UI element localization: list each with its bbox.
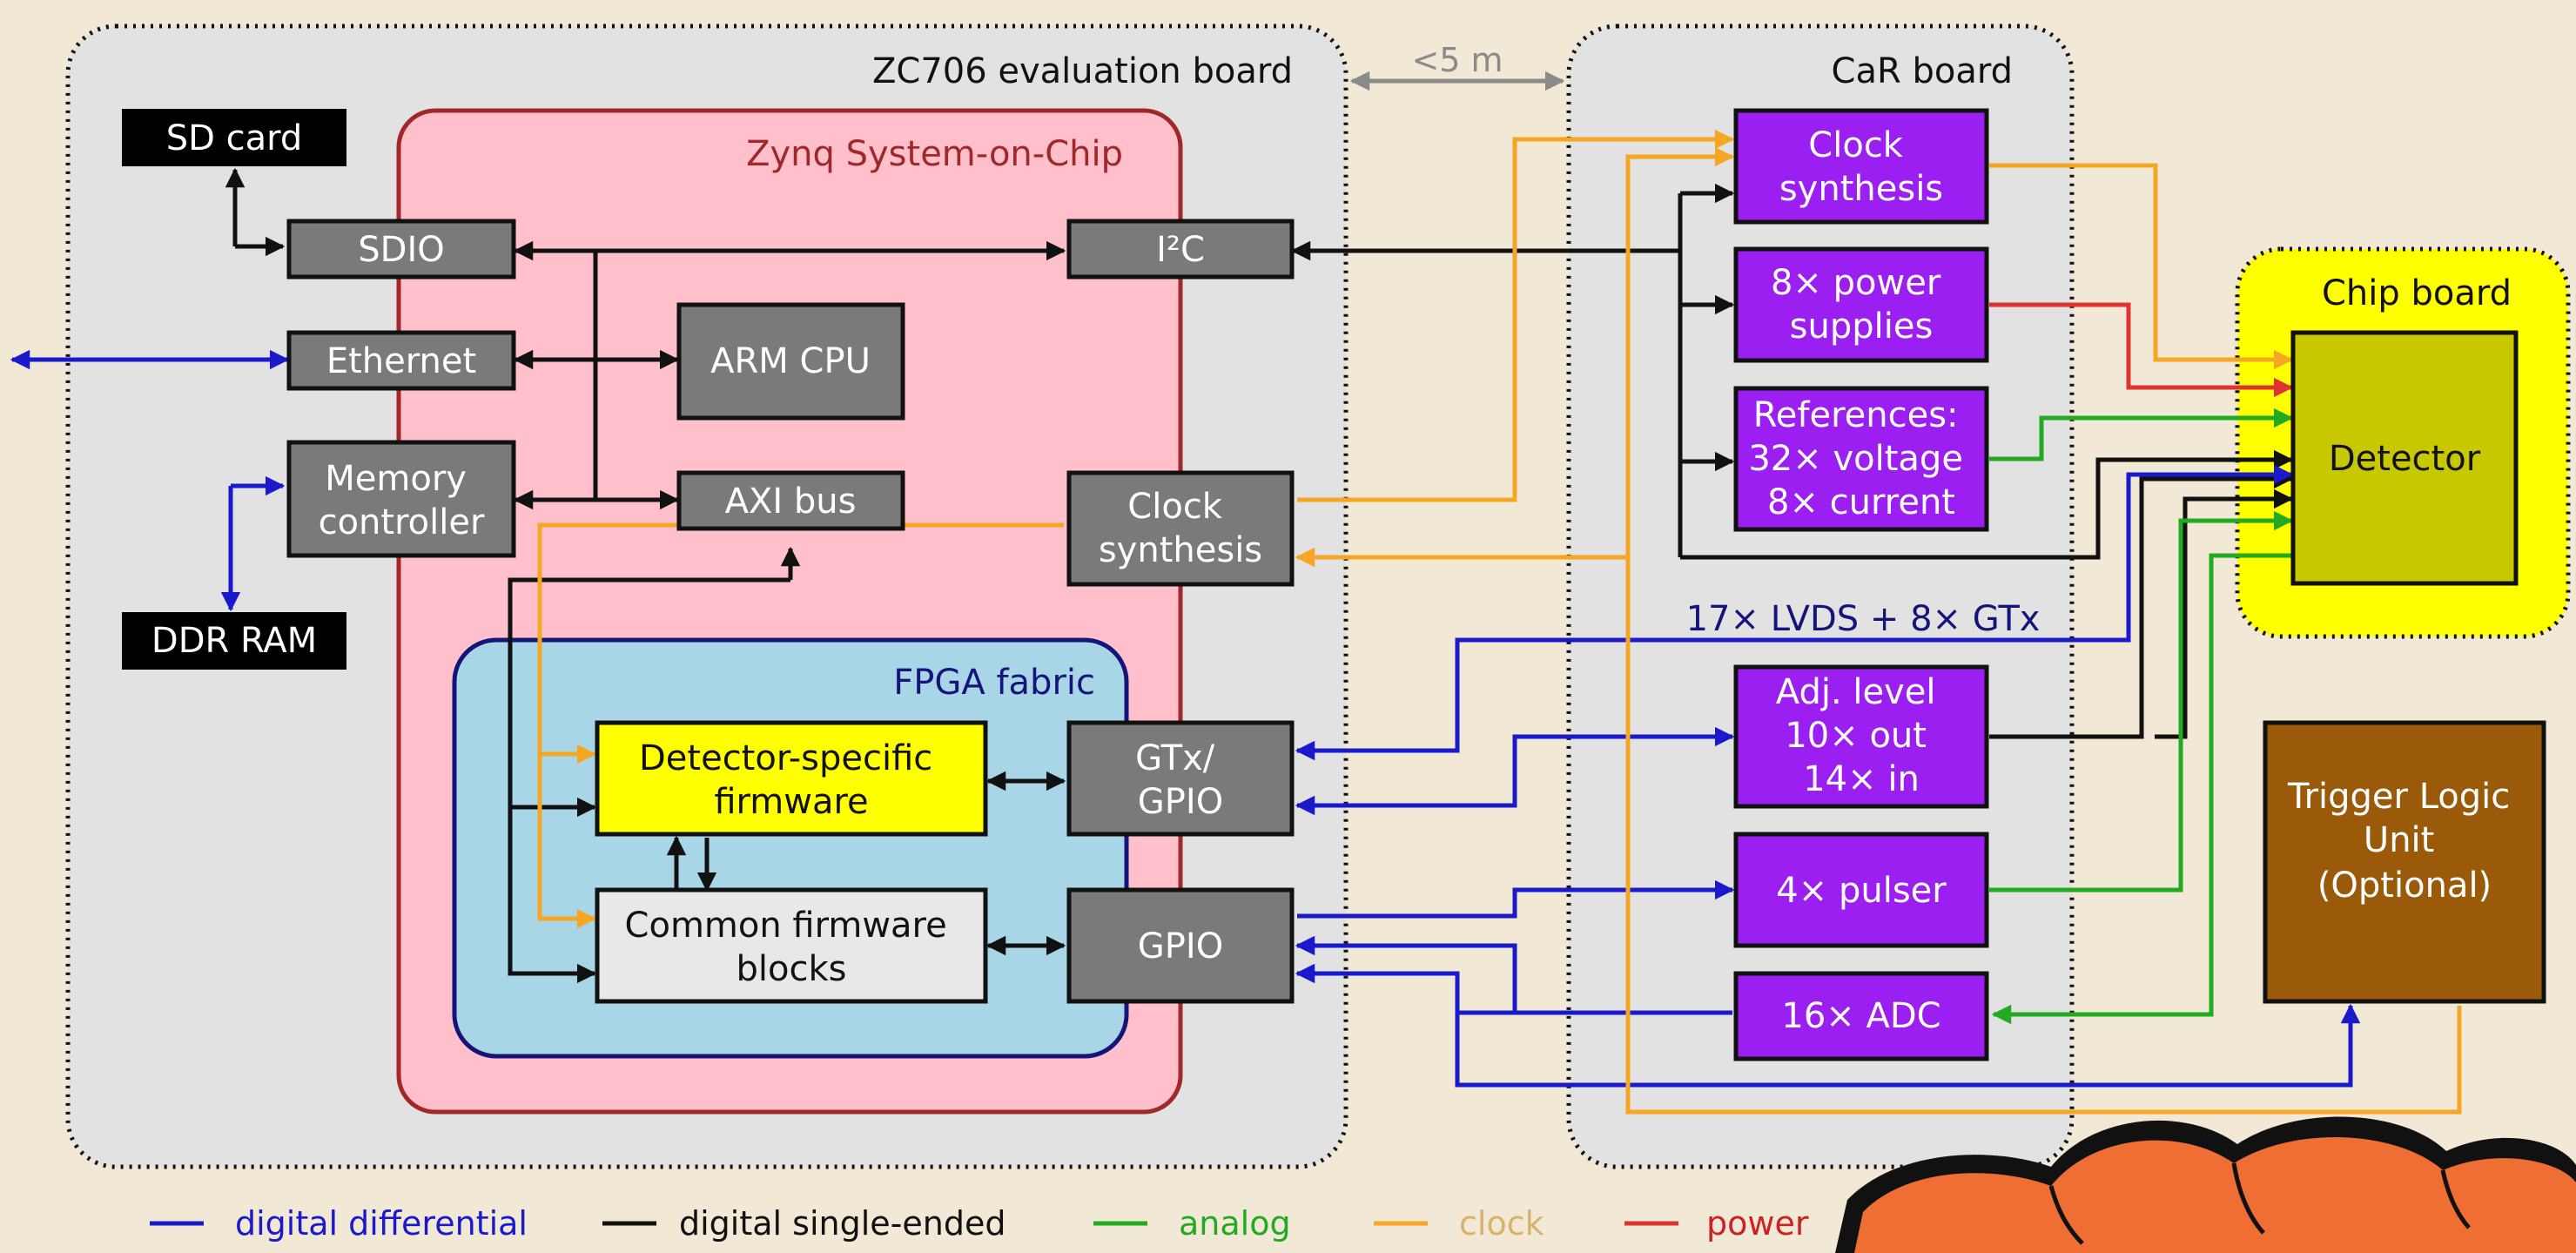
adj-level-block — [1733, 664, 1989, 809]
fpga-fabric-title: FPGA fabric — [893, 663, 1095, 703]
memory-controller-block — [286, 440, 516, 558]
car-board-title: CaR board — [1832, 51, 2013, 91]
legend-label-analog: analog — [1179, 1204, 1291, 1243]
common-firmware-label: Common firmware blocks — [625, 906, 958, 989]
connections-power — [1989, 302, 2294, 398]
tlu-block — [2263, 720, 2546, 1004]
distance-label: <5 m — [1411, 41, 1503, 79]
chip-board-title: Chip board — [2322, 273, 2512, 313]
legend-label-digital-differential: digital differential — [235, 1204, 528, 1243]
sd-card-label: SD card — [166, 118, 303, 158]
arm-cpu-block — [676, 302, 905, 421]
link-label: 17× LVDS + 8× GTx — [1686, 599, 2041, 639]
clock-synthesis-zynq-label: Clock synthesis — [1099, 487, 1262, 570]
gtx-gpio-block — [1066, 720, 1295, 837]
axi-bus-label: AXI bus — [725, 482, 857, 522]
ethernet-label: Ethernet — [326, 341, 476, 381]
adj-level-label: Adj. level 10× out 14× in — [1776, 672, 1947, 799]
sd-card-block — [122, 109, 346, 166]
gpio-label: GPIO — [1138, 926, 1223, 967]
detector-firmware-label: Detector-specific firmware — [639, 738, 944, 822]
connections-differential — [10, 349, 2361, 1088]
gtx-gpio-label: GTx/ GPIO — [1135, 738, 1226, 822]
clock-synthesis-zynq-block — [1066, 470, 1295, 587]
clock-synthesis-car-label: Clock synthesis — [1779, 125, 1943, 209]
i2c-label: I²C — [1156, 230, 1205, 270]
axi-bus-block — [676, 470, 905, 531]
decorative-cloud — [1835, 1116, 2576, 1253]
references-block — [1733, 386, 1989, 532]
clock-synthesis-car-block — [1733, 108, 1989, 225]
gpio-block — [1066, 887, 1295, 1004]
power-supplies-block — [1733, 246, 1989, 363]
pulser-block — [1733, 832, 1989, 948]
sdio-label: SDIO — [358, 230, 444, 270]
legend-label-clock: clock — [1459, 1204, 1544, 1243]
power-supplies-label: 8× power supplies — [1771, 263, 1952, 347]
sdio-block — [286, 219, 516, 280]
zc706-board-title: ZC706 evaluation board — [872, 51, 1293, 91]
tlu-label: Trigger Logic Unit (Optional) — [2287, 777, 2521, 906]
detector-label: Detector — [2329, 439, 2481, 479]
connections-analog — [1989, 408, 2294, 1025]
i2c-block — [1066, 219, 1295, 280]
legend: digital differential digital single-ende… — [150, 1204, 1809, 1243]
references-label: References: 32× voltage 8× current — [1748, 395, 1974, 522]
zynq-soc-title: Zynq System-on-Chip — [746, 134, 1123, 174]
common-firmware-block — [595, 887, 988, 1004]
legend-label-digital-single-ended: digital single-ended — [679, 1204, 1006, 1243]
pulser-label: 4× pulser — [1776, 871, 1947, 911]
adc-block — [1733, 971, 1989, 1061]
detector-block — [2290, 330, 2519, 586]
ddr-ram-label: DDR RAM — [151, 621, 317, 661]
ethernet-block — [286, 330, 516, 391]
detector-firmware-block — [595, 720, 988, 837]
ddr-ram-block — [122, 612, 346, 670]
arm-cpu-label: ARM CPU — [710, 341, 871, 381]
adc-label: 16× ADC — [1781, 996, 1940, 1036]
memory-controller-label: Memory controller — [319, 459, 485, 542]
legend-label-power: power — [1706, 1204, 1809, 1243]
